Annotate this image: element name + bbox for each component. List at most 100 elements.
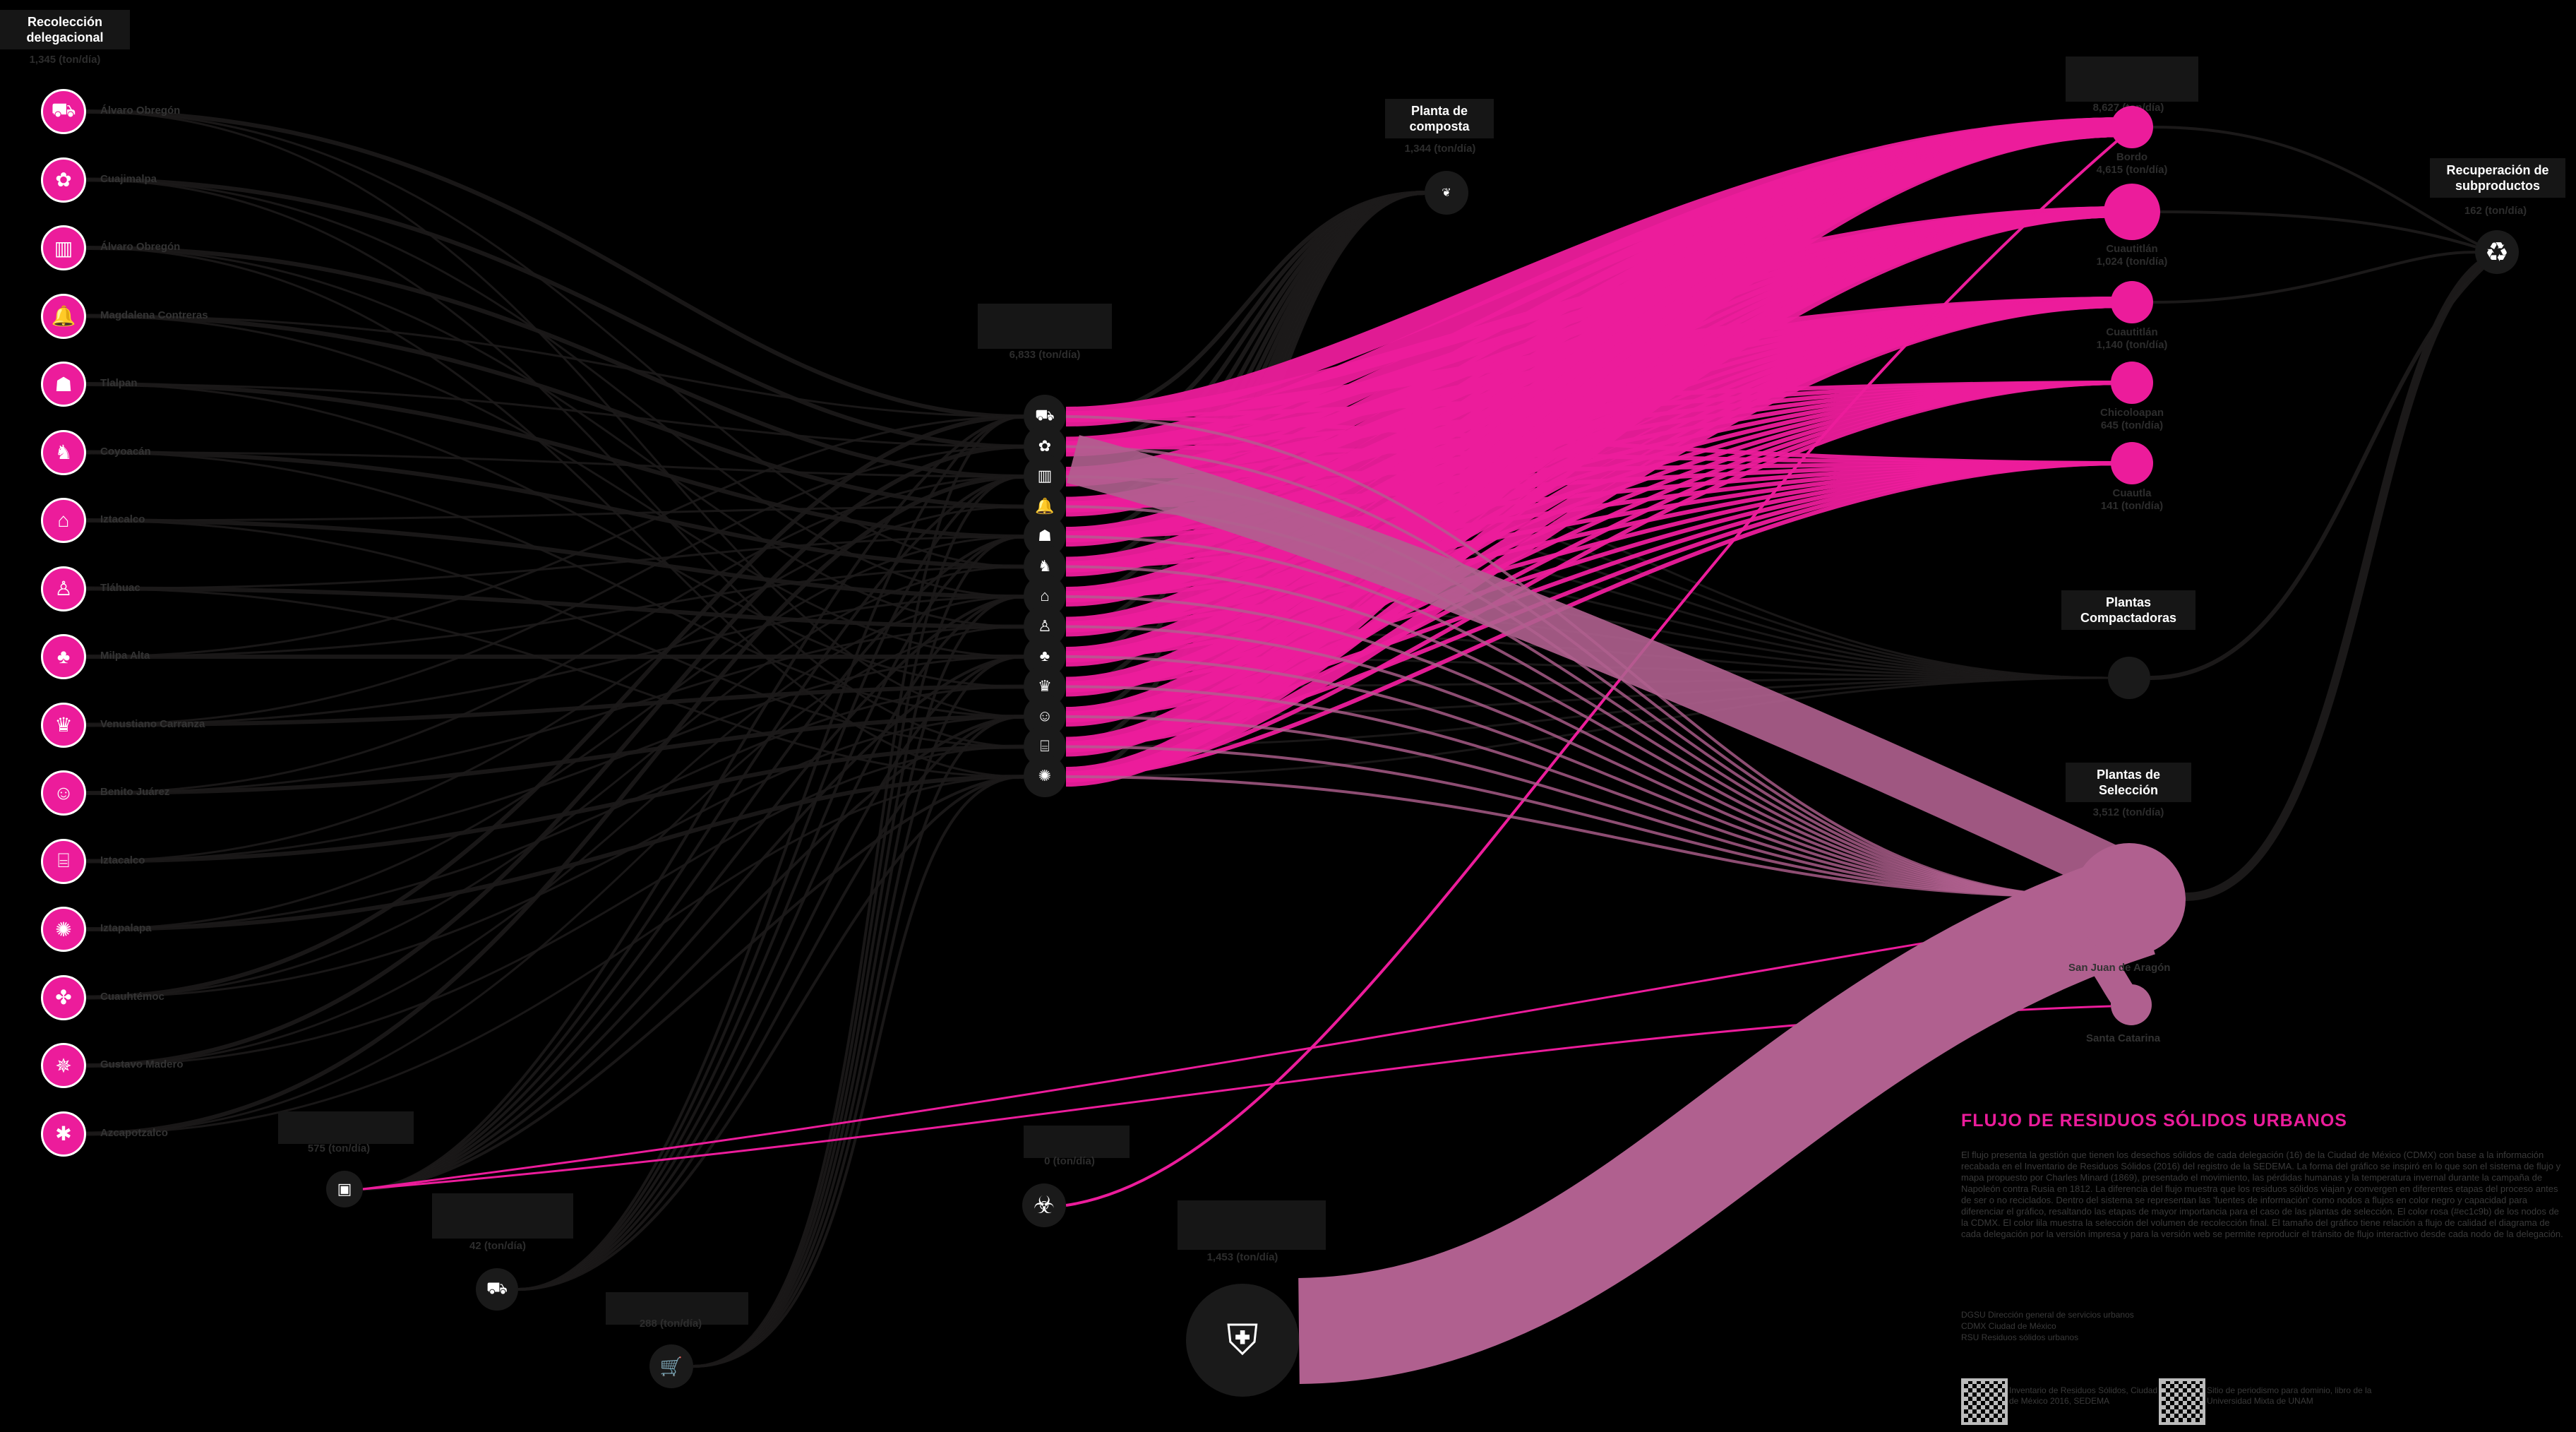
temple-icon: ⌸	[57, 849, 70, 871]
plant-icon: ♣	[56, 645, 71, 667]
collection-flow	[85, 110, 1024, 568]
sitio-disposicion-node[interactable]	[2111, 281, 2153, 323]
qr-code-inventario[interactable]	[1961, 1378, 2008, 1425]
biologicos-total: 0 (ton/día)	[1044, 1155, 1095, 1167]
seleccion-total: 3,512 (ton/día)	[2092, 806, 2164, 818]
transferencia-total: 6,833 (ton/día)	[1009, 349, 1081, 361]
crown-icon: ♛	[54, 714, 73, 736]
delegacion-name: Coyoacán	[100, 445, 151, 458]
delegacion-node[interactable]: ✺	[41, 907, 86, 952]
collection-flow	[85, 315, 1024, 658]
compactadoras-node[interactable]	[2108, 657, 2150, 699]
delegacion-node[interactable]: ⌂	[41, 498, 86, 543]
delegacion-node[interactable]: ⛟	[41, 89, 86, 134]
crown-icon: ♛	[1038, 676, 1052, 695]
delegacion-node[interactable]: ☺	[41, 770, 86, 816]
source-flow	[517, 415, 1024, 1291]
disposal-flow	[1065, 297, 2126, 782]
collection-flow	[85, 626, 1024, 1135]
sitio-disposicion-node[interactable]	[2111, 442, 2153, 484]
delegacion-node[interactable]: ☗	[41, 362, 86, 407]
house-icon: ⌂	[1040, 587, 1050, 604]
bell-icon: 🔔	[1035, 496, 1055, 515]
delegacion-node[interactable]: 🔔	[41, 293, 86, 339]
collection-flow	[85, 451, 1024, 478]
biohazard-icon[interactable]: ☣	[1022, 1183, 1066, 1227]
reference-1: DGSU Dirección general de servicios urba…	[1961, 1310, 2134, 1320]
collection-flow	[85, 109, 1024, 419]
collection-flow	[85, 506, 1024, 522]
especiales-label	[278, 1111, 414, 1144]
collection-flow	[85, 535, 1024, 590]
delegacion-name: Cuauhtémoc	[100, 990, 164, 1003]
source-flow	[693, 715, 1024, 1368]
special-flow	[362, 909, 2119, 1191]
delegacion-node[interactable]: ✤	[41, 974, 86, 1020]
delegacion-node[interactable]: ♙	[41, 566, 86, 611]
sitio-disposicion-node[interactable]	[2111, 362, 2153, 404]
delegacion-node[interactable]: ▥	[41, 225, 86, 270]
qr-caption-1: Inventario de Residuos Sólidos, Ciudad d…	[2009, 1385, 2158, 1406]
cdmx-crest-icon[interactable]: ⛨	[1186, 1284, 1299, 1397]
source-flow	[517, 595, 1024, 1291]
wheel-icon: ✺	[55, 918, 72, 941]
plant-icon: ♣	[1039, 647, 1050, 664]
source-flow	[517, 655, 1024, 1291]
sitio-value: 645 (ton/día)	[2100, 419, 2164, 431]
sitio-disposicion-node[interactable]	[2111, 106, 2153, 148]
collection-flow	[85, 315, 1024, 418]
seleccion-node-santa-catarina[interactable]	[2111, 984, 2152, 1025]
eagle-icon: ✤	[55, 986, 72, 1008]
delegacion-node[interactable]: ♣	[41, 634, 86, 679]
delegacion-node[interactable]: ♞	[41, 429, 86, 475]
delivery-truck-icon[interactable]: ⛟	[476, 1268, 518, 1311]
seleccion-flow	[1065, 535, 2090, 898]
foot-icon: ☗	[1038, 527, 1052, 544]
seleccion-flow	[1065, 775, 2090, 898]
delegacion-node[interactable]: ⌸	[41, 838, 86, 884]
seleccion-flow	[1065, 745, 2090, 898]
source-flow	[517, 475, 1024, 1291]
fountain-icon: ✵	[55, 1054, 72, 1077]
sitio-disposicion-node[interactable]	[2104, 184, 2160, 240]
sitio-value: 1,024 (ton/día)	[2096, 256, 2168, 268]
sitio-value: 141 (ton/día)	[2100, 500, 2164, 512]
delegacion-node[interactable]: ✱	[41, 1111, 86, 1157]
delegacion-node[interactable]: ♛	[41, 702, 86, 748]
reference-2: CDMX Ciudad de México	[1961, 1321, 2056, 1331]
delegacion-name: Gustavo Madero	[100, 1058, 184, 1070]
delegacion-name: Tlalpan	[100, 377, 138, 389]
seleccion-flow	[1065, 685, 2090, 898]
sitios-label	[2066, 56, 2198, 102]
collection-flow	[85, 506, 1024, 862]
recycle-icon[interactable]: ♻	[2475, 230, 2519, 274]
recoleccion-label: Recolección delegacional	[0, 10, 130, 49]
disposal-flow	[1065, 381, 2126, 779]
delegacion-node[interactable]: ✿	[41, 157, 86, 203]
buildings-icon: ▥	[54, 237, 73, 259]
delegacion-name: Benito Juárez	[100, 786, 170, 798]
seleccion-node-aragon[interactable]	[2073, 843, 2186, 956]
delegacion-node[interactable]: ✵	[41, 1043, 86, 1088]
sitio-name: Chicoloapan	[2099, 407, 2164, 419]
cart-icon[interactable]: 🛒	[649, 1344, 693, 1388]
qr-code-unam[interactable]	[2159, 1378, 2205, 1425]
collection-flow	[85, 415, 1024, 658]
source-flow	[517, 535, 1024, 1291]
trash-icon[interactable]: ▣	[326, 1171, 363, 1207]
sitio-name: Bordo	[2116, 151, 2148, 163]
transfer-node[interactable]: ✺	[1024, 755, 1066, 797]
truck-icon: ⛟	[51, 99, 76, 121]
composta-total: 1,344 (ton/día)	[1404, 143, 1476, 155]
collection-flow	[85, 246, 1024, 778]
delegacion-name: Venustiano Carranza	[100, 717, 205, 730]
recovery-flow	[2152, 126, 2500, 256]
source-flow	[362, 655, 1024, 1191]
collection-flow	[85, 414, 1024, 1000]
composta-node[interactable]: ❦	[1425, 171, 1468, 215]
source-flow	[362, 475, 1024, 1191]
source-flow	[693, 595, 1024, 1368]
figure-icon: ♙	[1038, 616, 1052, 635]
transfer-to-seleccion-flow	[1067, 435, 2164, 912]
temple-icon: ⌸	[1040, 736, 1050, 755]
